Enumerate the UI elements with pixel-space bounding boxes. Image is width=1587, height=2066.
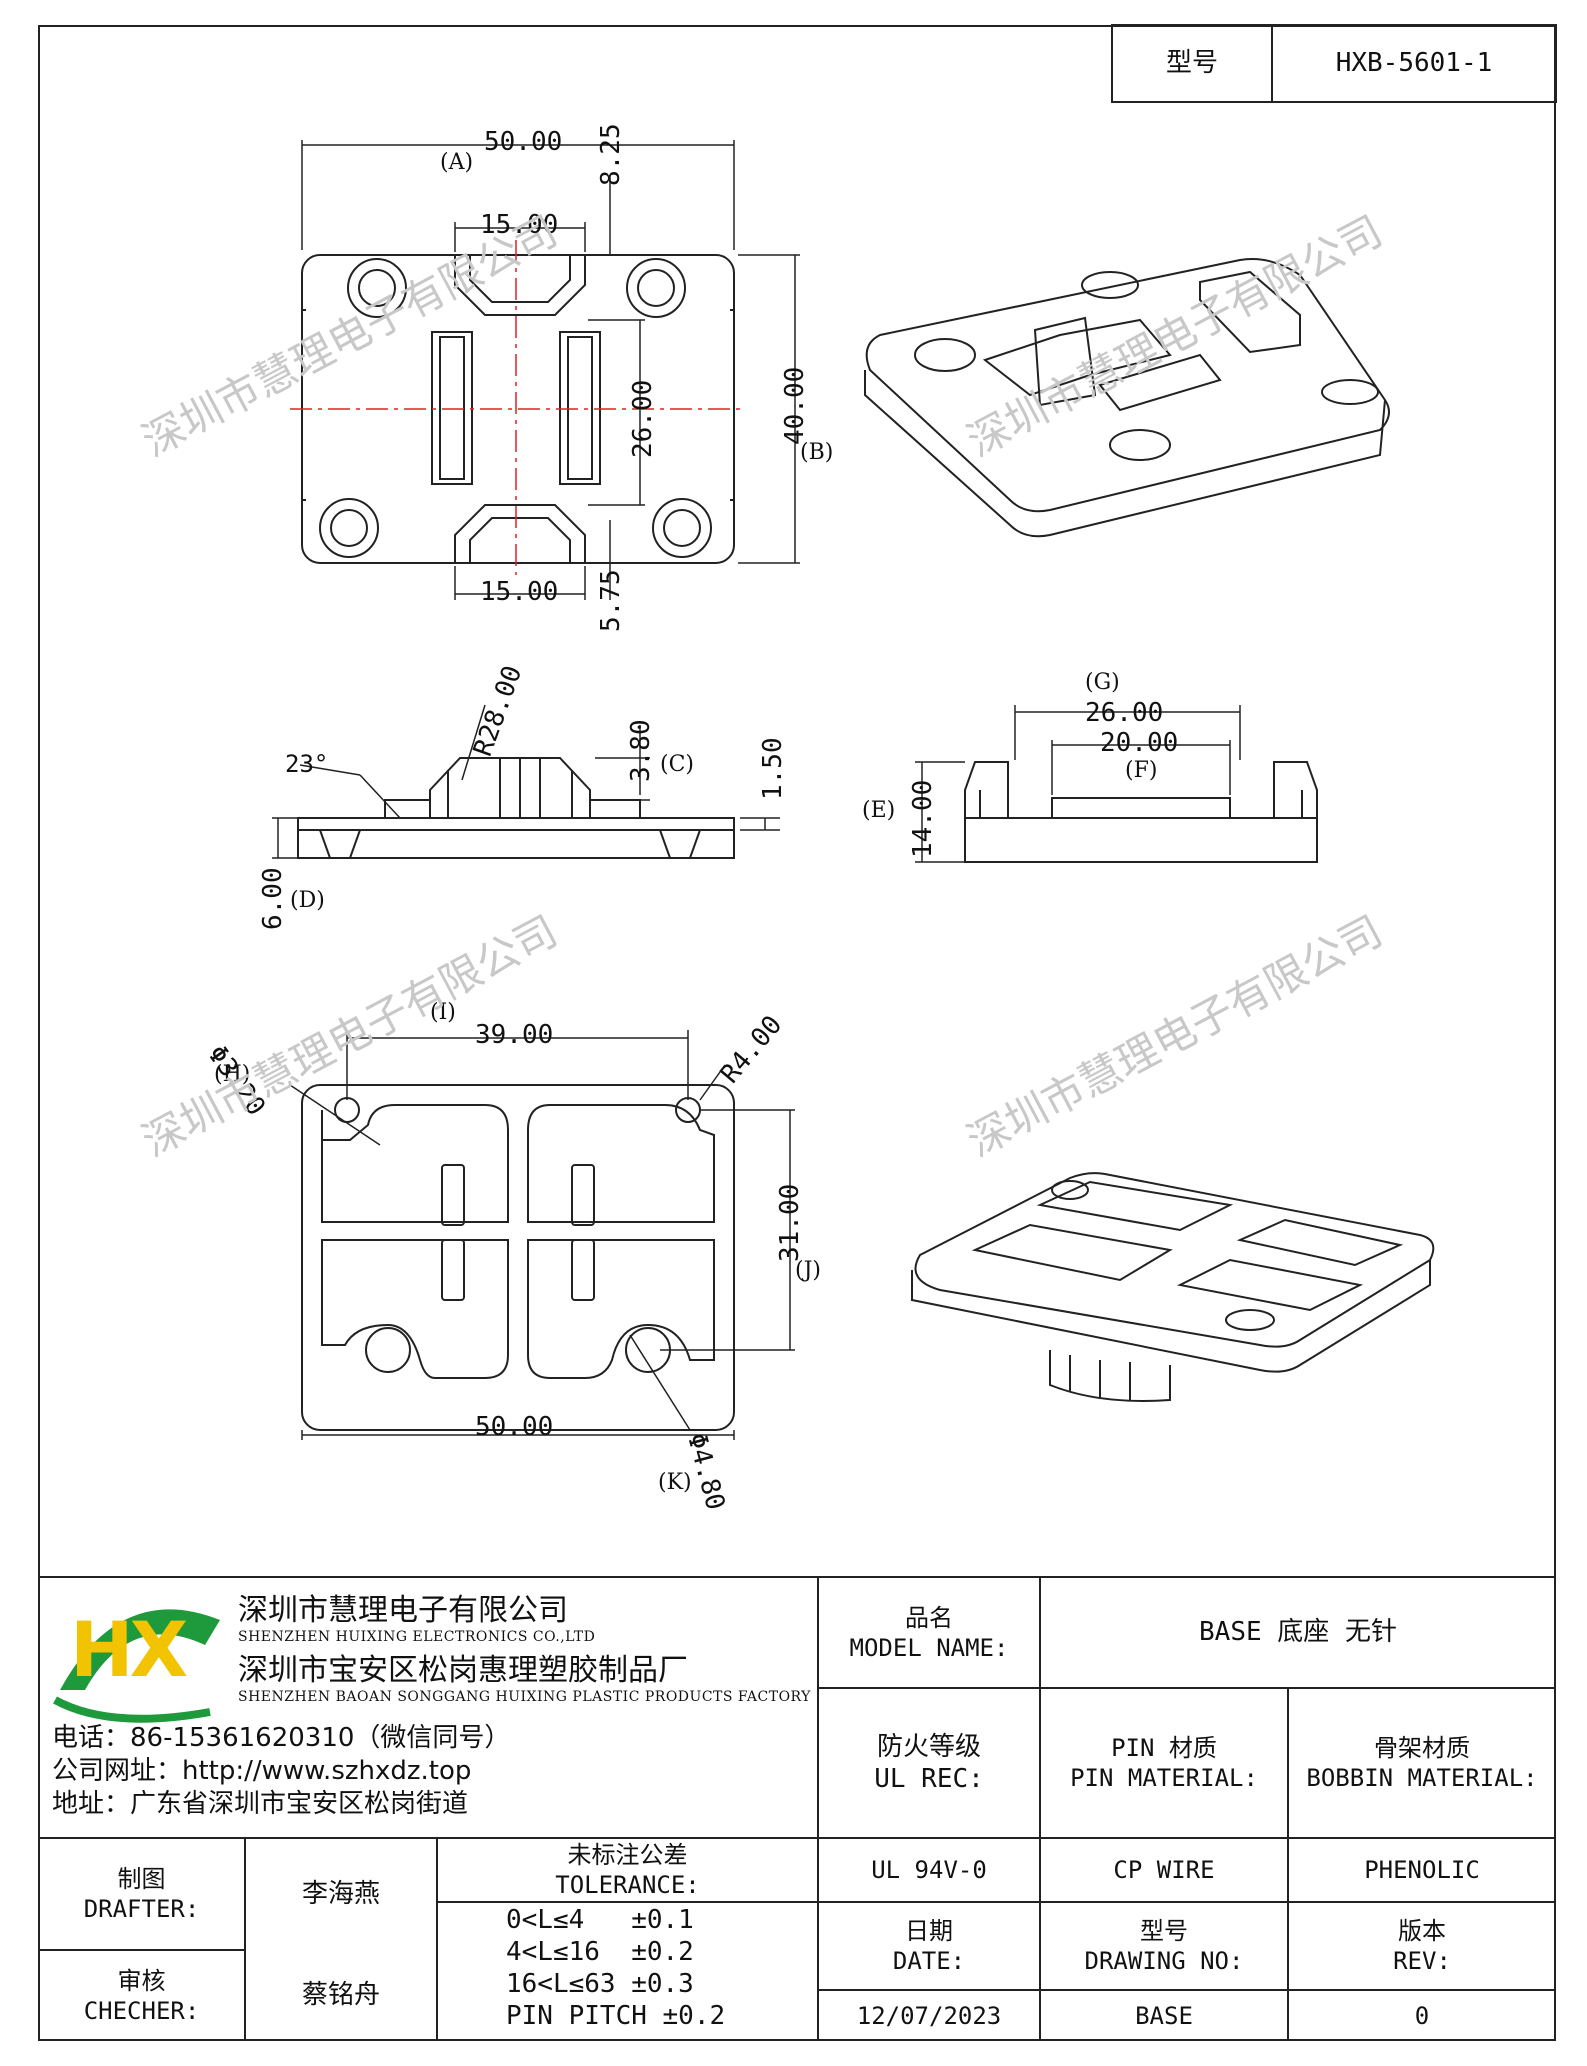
isometric-top-view xyxy=(864,258,1390,538)
dim-bot15: 15.00 xyxy=(480,577,559,607)
checker-label: 审核 CHECHER: xyxy=(83,1966,200,2025)
dim-e: 14.00 xyxy=(908,779,938,858)
company-logo xyxy=(53,1609,220,1723)
dim-a-tag: (A) xyxy=(440,150,474,175)
drawing-no-value: BASE xyxy=(1135,2001,1193,2030)
top-view-dimensions xyxy=(301,140,800,600)
bobbin-material-label: 骨架材质 BOBBIN MATERIAL: xyxy=(1306,1734,1538,1792)
dim-i: 39.00 xyxy=(475,1020,554,1050)
contact-info: 电话：86-15361620310（微信同号） 公司网址：http://www.… xyxy=(52,1722,510,1821)
drawing-no-label: 型号 DRAWING NO: xyxy=(1084,1917,1244,1975)
company-name-2: 深圳市宝安区松岗惠理塑胶制品厂 xyxy=(238,1653,688,1688)
dim-c: 3.80 xyxy=(626,719,656,782)
bottom-view xyxy=(301,1084,735,1431)
company-name-1-en: SHENZHEN HUIXING ELECTRONICS CO.,LTD xyxy=(238,1629,596,1645)
dim-825: 8.25 xyxy=(596,123,626,186)
dim-f: 20.00 xyxy=(1100,728,1179,758)
tolerance-line: 16<L≤63 ±0.3 xyxy=(506,1969,694,1999)
dim-g-tag: (G) xyxy=(1085,670,1120,695)
dim-575: 5.75 xyxy=(596,569,626,632)
dim-c-tag: (C) xyxy=(660,752,694,777)
dim-j-tag: (J) xyxy=(795,1258,821,1283)
dim-top15: 15.00 xyxy=(480,210,559,240)
title-block-grid xyxy=(38,1576,1556,2041)
top-view-centerlines xyxy=(290,240,746,575)
tolerance-label: 未标注公差 TOLERANCE: xyxy=(555,1841,700,1899)
dim-23deg: 23° xyxy=(285,750,329,778)
dim-h-tag: (H) xyxy=(214,1062,251,1087)
ul-rec-label: 防火等级 UL REC: xyxy=(874,1731,984,1795)
bottom-view-dimensions xyxy=(289,1030,795,1440)
header-model-label: 型号 xyxy=(1165,48,1218,79)
side-view xyxy=(297,757,735,859)
date-value: 12/07/2023 xyxy=(856,2001,1002,2030)
dim-b: 40.00 xyxy=(780,366,810,445)
logo-text: HX xyxy=(70,1605,188,1694)
drafter-label: 制图 DRAFTER: xyxy=(83,1865,200,1923)
tolerance-line: 0<L≤4 ±0.1 xyxy=(506,1905,694,1935)
ul-value: UL 94V-0 xyxy=(871,1856,987,1884)
dim-bot50: 50.00 xyxy=(475,1412,554,1442)
dim-g: 26.00 xyxy=(1085,698,1164,728)
dim-a: 50.00 xyxy=(484,127,563,157)
company-name-1: 深圳市慧理电子有限公司 xyxy=(238,1593,568,1628)
tolerance-table: 0<L≤4 ±0.1 4<L≤16 ±0.2 16<L≤63 ±0.3 PIN … xyxy=(506,1904,725,2032)
tolerance-line: PIN PITCH ±0.2 xyxy=(506,2001,726,2031)
dim-150: 1.50 xyxy=(758,737,788,800)
dim-2600: 26.00 xyxy=(628,379,658,458)
company-name-2-en: SHENZHEN BAOAN SONGGANG HUIXING PLASTIC … xyxy=(238,1689,811,1705)
model-name-label: 品名 MODEL NAME: xyxy=(849,1603,1009,1662)
pin-value: CP WIRE xyxy=(1113,1856,1215,1884)
contact-phone: 电话：86-15361620310（微信同号） xyxy=(52,1723,511,1753)
dim-j: 31.00 xyxy=(775,1183,805,1262)
tolerance-line: 4<L≤16 ±0.2 xyxy=(506,1937,694,1967)
contact-web: 公司网址：http://www.szhxdz.top xyxy=(52,1756,472,1786)
checker-value: 蔡铭舟 xyxy=(301,1980,380,2011)
dim-k-tag: (K) xyxy=(658,1470,692,1495)
dim-e-tag: (E) xyxy=(862,798,896,823)
dim-d-tag: (D) xyxy=(290,888,325,913)
dim-b-tag: (B) xyxy=(800,440,834,465)
header-box xyxy=(1111,24,1557,103)
contact-address: 地址：广东省深圳市宝安区松岗街道 xyxy=(52,1789,469,1819)
header-model-value: HXB-5601-1 xyxy=(1335,48,1493,79)
front-view-dimensions xyxy=(915,705,1241,863)
front-view xyxy=(964,761,1318,863)
drawing-frame xyxy=(38,25,1556,2041)
rev-label: 版本 REV: xyxy=(1393,1917,1451,1975)
side-view-dimensions xyxy=(272,704,780,859)
dim-d: 6.00 xyxy=(258,867,288,930)
bobbin-value: PHENOLIC xyxy=(1364,1856,1480,1884)
pin-material-label: PIN 材质 PIN MATERIAL: xyxy=(1070,1734,1258,1792)
dim-f-tag: (F) xyxy=(1125,758,1158,783)
company-info: 深圳市慧理电子有限公司 SHENZHEN HUIXING ELECTRONICS… xyxy=(238,1585,811,1705)
date-label: 日期 DATE: xyxy=(892,1917,966,1975)
model-name-value: BASE 底座 无针 xyxy=(1199,1617,1397,1648)
top-view xyxy=(301,254,735,564)
dim-i-tag: (I) xyxy=(430,1000,456,1025)
isometric-bottom-view xyxy=(911,1172,1435,1402)
rev-value: 0 xyxy=(1414,2001,1430,2030)
drafter-value: 李海燕 xyxy=(301,1878,380,1909)
